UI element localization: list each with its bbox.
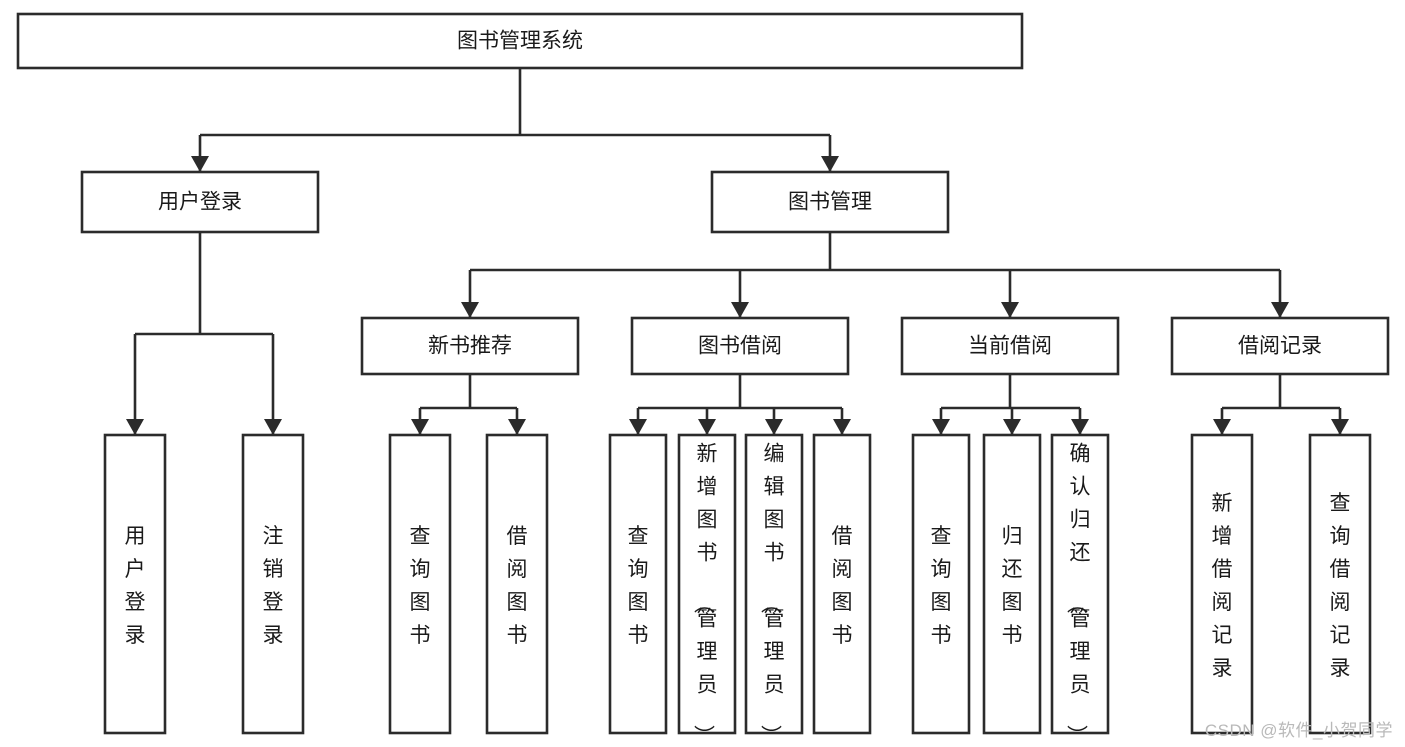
node-box-leaf-user-login: [103, 433, 167, 735]
node-label-root: 图书管理系统: [457, 30, 583, 53]
node-box-leaf-query-book-3: [911, 433, 971, 735]
node-label-leaf-query-book-2: 查询图书: [628, 525, 649, 647]
arrowhead-book-borrow-to-leaf-borrow-book-2: [833, 419, 851, 435]
node-leaf-edit-book-admin[interactable]: 编辑图书（管理员）: [744, 433, 804, 746]
node-box-book-manage: [710, 170, 950, 234]
node-borrow-record[interactable]: 借阅记录: [1170, 316, 1390, 376]
node-layer: 图书管理系统用户登录图书管理新书推荐图书借阅当前借阅借阅记录用户登录注销登录查询…: [16, 12, 1390, 746]
node-root[interactable]: 图书管理系统: [16, 12, 1024, 70]
node-leaf-borrow-book-1[interactable]: 借阅图书: [485, 433, 549, 735]
node-box-leaf-query-borrow-record: [1308, 433, 1372, 735]
node-box-user-login: [80, 170, 320, 234]
node-box-leaf-query-book-2: [608, 433, 668, 735]
node-leaf-borrow-book-2[interactable]: 借阅图书: [812, 433, 872, 735]
node-box-leaf-query-book-1: [388, 433, 452, 735]
node-user-login[interactable]: 用户登录: [80, 170, 320, 234]
node-label-user-login: 用户登录: [158, 191, 242, 214]
node-box-borrow-record: [1170, 316, 1390, 376]
node-label-leaf-return-book: 归还图书: [1002, 525, 1023, 647]
node-label-current-borrow: 当前借阅: [968, 335, 1052, 358]
node-box-leaf-add-book-admin: [677, 433, 737, 735]
node-label-leaf-add-borrow-record: 新增借阅记录: [1212, 492, 1233, 680]
arrowhead-new-book-recommend-to-leaf-query-book-1: [411, 419, 429, 435]
node-label-book-borrow: 图书借阅: [698, 335, 782, 358]
node-current-borrow[interactable]: 当前借阅: [900, 316, 1120, 376]
node-box-current-borrow: [900, 316, 1120, 376]
node-label-new-book-recommend: 新书推荐: [428, 335, 512, 358]
node-label-leaf-confirm-return-admin: 确认归还（管理员）: [1065, 443, 1091, 746]
arrowhead-book-manage-to-current-borrow: [1001, 302, 1019, 318]
arrowhead-root-to-book-manage: [821, 156, 839, 172]
node-leaf-confirm-return-admin[interactable]: 确认归还（管理员）: [1050, 433, 1110, 746]
node-leaf-query-book-2[interactable]: 查询图书: [608, 433, 668, 735]
arrowhead-current-borrow-to-leaf-confirm-return-admin: [1071, 419, 1089, 435]
arrowhead-current-borrow-to-leaf-query-book-3: [932, 419, 950, 435]
node-label-leaf-borrow-book-2: 借阅图书: [832, 525, 853, 647]
arrowhead-book-manage-to-book-borrow: [731, 302, 749, 318]
arrowhead-book-manage-to-new-book-recommend: [461, 302, 479, 318]
node-new-book-recommend[interactable]: 新书推荐: [360, 316, 580, 376]
node-leaf-query-book-1[interactable]: 查询图书: [388, 433, 452, 735]
connector-layer: [126, 68, 1349, 435]
node-leaf-query-borrow-record[interactable]: 查询借阅记录: [1308, 433, 1372, 735]
arrowhead-root-to-user-login: [191, 156, 209, 172]
node-label-book-manage: 图书管理: [788, 191, 872, 214]
node-book-borrow[interactable]: 图书借阅: [630, 316, 850, 376]
arrowhead-new-book-recommend-to-leaf-borrow-book-1: [508, 419, 526, 435]
node-label-leaf-add-book-admin: 新增图书（管理员）: [692, 443, 718, 746]
arrowhead-user-login-to-leaf-user-logout: [264, 419, 282, 435]
arrowhead-book-borrow-to-leaf-edit-book-admin: [765, 419, 783, 435]
node-box-leaf-confirm-return-admin: [1050, 433, 1110, 735]
node-book-manage[interactable]: 图书管理: [710, 170, 950, 234]
arrowhead-current-borrow-to-leaf-return-book: [1003, 419, 1021, 435]
node-label-leaf-edit-book-admin: 编辑图书（管理员）: [759, 443, 785, 746]
node-label-leaf-user-logout: 注销登录: [263, 525, 284, 647]
node-leaf-user-login[interactable]: 用户登录: [103, 433, 167, 735]
node-box-leaf-borrow-book-1: [485, 433, 549, 735]
arrowhead-book-borrow-to-leaf-add-book-admin: [698, 419, 716, 435]
arrowhead-book-borrow-to-leaf-query-book-2: [629, 419, 647, 435]
arrowhead-user-login-to-leaf-user-login: [126, 419, 144, 435]
node-box-leaf-borrow-book-2: [812, 433, 872, 735]
node-label-leaf-query-book-1: 查询图书: [410, 525, 431, 647]
arrowhead-borrow-record-to-leaf-add-borrow-record: [1213, 419, 1231, 435]
node-label-leaf-borrow-book-1: 借阅图书: [507, 525, 528, 647]
node-box-leaf-user-logout: [241, 433, 305, 735]
node-label-borrow-record: 借阅记录: [1238, 335, 1322, 358]
node-box-new-book-recommend: [360, 316, 580, 376]
node-box-leaf-return-book: [982, 433, 1042, 735]
node-leaf-query-book-3[interactable]: 查询图书: [911, 433, 971, 735]
node-box-leaf-edit-book-admin: [744, 433, 804, 735]
node-label-leaf-query-book-3: 查询图书: [931, 525, 952, 647]
arrowhead-book-manage-to-borrow-record: [1271, 302, 1289, 318]
node-leaf-return-book[interactable]: 归还图书: [982, 433, 1042, 735]
node-box-leaf-add-borrow-record: [1190, 433, 1254, 735]
node-box-root: [16, 12, 1024, 70]
node-label-leaf-query-borrow-record: 查询借阅记录: [1330, 492, 1351, 680]
node-leaf-user-logout[interactable]: 注销登录: [241, 433, 305, 735]
node-box-book-borrow: [630, 316, 850, 376]
node-leaf-add-borrow-record[interactable]: 新增借阅记录: [1190, 433, 1254, 735]
arrowhead-borrow-record-to-leaf-query-borrow-record: [1331, 419, 1349, 435]
node-label-leaf-user-login: 用户登录: [125, 525, 146, 647]
node-leaf-add-book-admin[interactable]: 新增图书（管理员）: [677, 433, 737, 746]
